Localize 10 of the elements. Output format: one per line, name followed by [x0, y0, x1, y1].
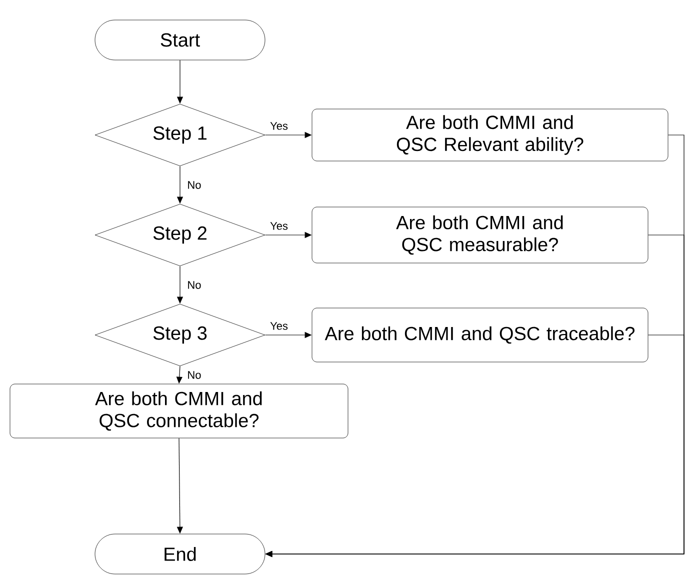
process-box: Are both CMMI and QSC connectable? — [10, 384, 348, 438]
process-box: Are both CMMI and QSC Relevant ability? — [312, 108, 668, 162]
edge-label: Yes — [269, 221, 289, 231]
edge-label: No — [186, 280, 202, 290]
edge-label: No — [186, 180, 202, 190]
process-box: Are both CMMI and QSC traceable? — [312, 308, 648, 362]
edge-label: Yes — [269, 121, 289, 131]
edge-label: Yes — [269, 321, 289, 331]
edge-label: No — [186, 370, 202, 380]
process-box: Are both CMMI and QSC measurable? — [312, 206, 648, 264]
